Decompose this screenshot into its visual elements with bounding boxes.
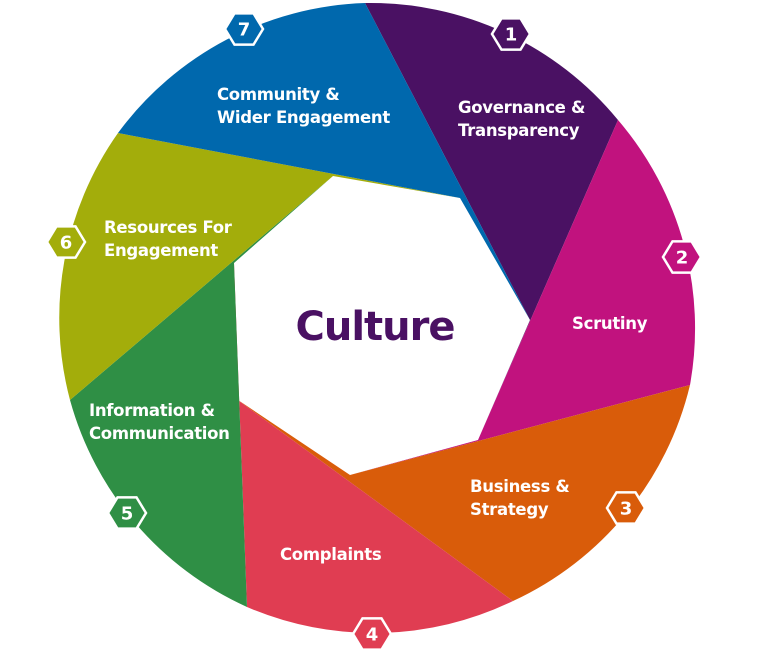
step-number: 7 <box>238 20 251 41</box>
hexagon-icon <box>490 17 532 51</box>
segment-5-label-line: Information & <box>89 401 215 420</box>
hexagon-icon <box>661 240 703 274</box>
segment-3-label-line: Business & <box>470 477 570 496</box>
step-number: 6 <box>60 233 73 254</box>
segment-1 <box>365 2 618 440</box>
segment-6-label-line: Engagement <box>104 241 218 260</box>
segment-5-label: Information & Communication <box>89 401 230 443</box>
segment-5-label-line: Communication <box>89 424 230 443</box>
segment-4-label: Complaints <box>280 545 382 564</box>
segment-1-label-line: Governance & <box>458 98 585 117</box>
step-badge-5: 5 <box>106 496 148 530</box>
step-badge-1: 1 <box>490 17 532 51</box>
segment-2-label: Scrutiny <box>572 314 648 333</box>
segment-2-label-line: Scrutiny <box>572 314 648 333</box>
step-number: 2 <box>676 248 689 269</box>
center-label: Culture <box>296 304 455 350</box>
segment-3-label: Business & Strategy <box>470 477 570 519</box>
segment-6 <box>59 133 460 400</box>
segment-7-label-line: Community & <box>217 85 339 104</box>
hexagon-icon <box>223 12 265 46</box>
step-badge-4: 4 <box>351 617 393 651</box>
step-number: 4 <box>366 625 379 646</box>
hexagon-icon <box>106 496 148 530</box>
segment-3 <box>235 385 690 601</box>
segment-1-label-line: Transparency <box>458 121 580 140</box>
step-number: 1 <box>505 25 518 46</box>
segment-3-label-line: Strategy <box>470 500 549 519</box>
step-badge-2: 2 <box>661 240 703 274</box>
segment-2 <box>350 120 696 475</box>
hexagon-icon <box>351 617 393 651</box>
segment-7-label-line: Wider Engagement <box>217 108 390 127</box>
step-badge-7: 7 <box>223 12 265 46</box>
step-badge-6: 6 <box>45 225 87 259</box>
segment-7-label: Community & Wider Engagement <box>217 85 390 127</box>
segment-6-label-line: Resources For <box>104 218 233 237</box>
segment-4-label-line: Complaints <box>280 545 382 564</box>
hexagon-icon <box>605 491 647 525</box>
hexagon-icon <box>45 225 87 259</box>
segment-4 <box>234 263 513 634</box>
segment-7 <box>118 3 530 320</box>
step-number: 3 <box>620 499 633 520</box>
segment-1-label: Governance & Transparency <box>458 98 585 140</box>
step-badge-3: 3 <box>605 491 647 525</box>
step-number: 5 <box>121 504 134 525</box>
